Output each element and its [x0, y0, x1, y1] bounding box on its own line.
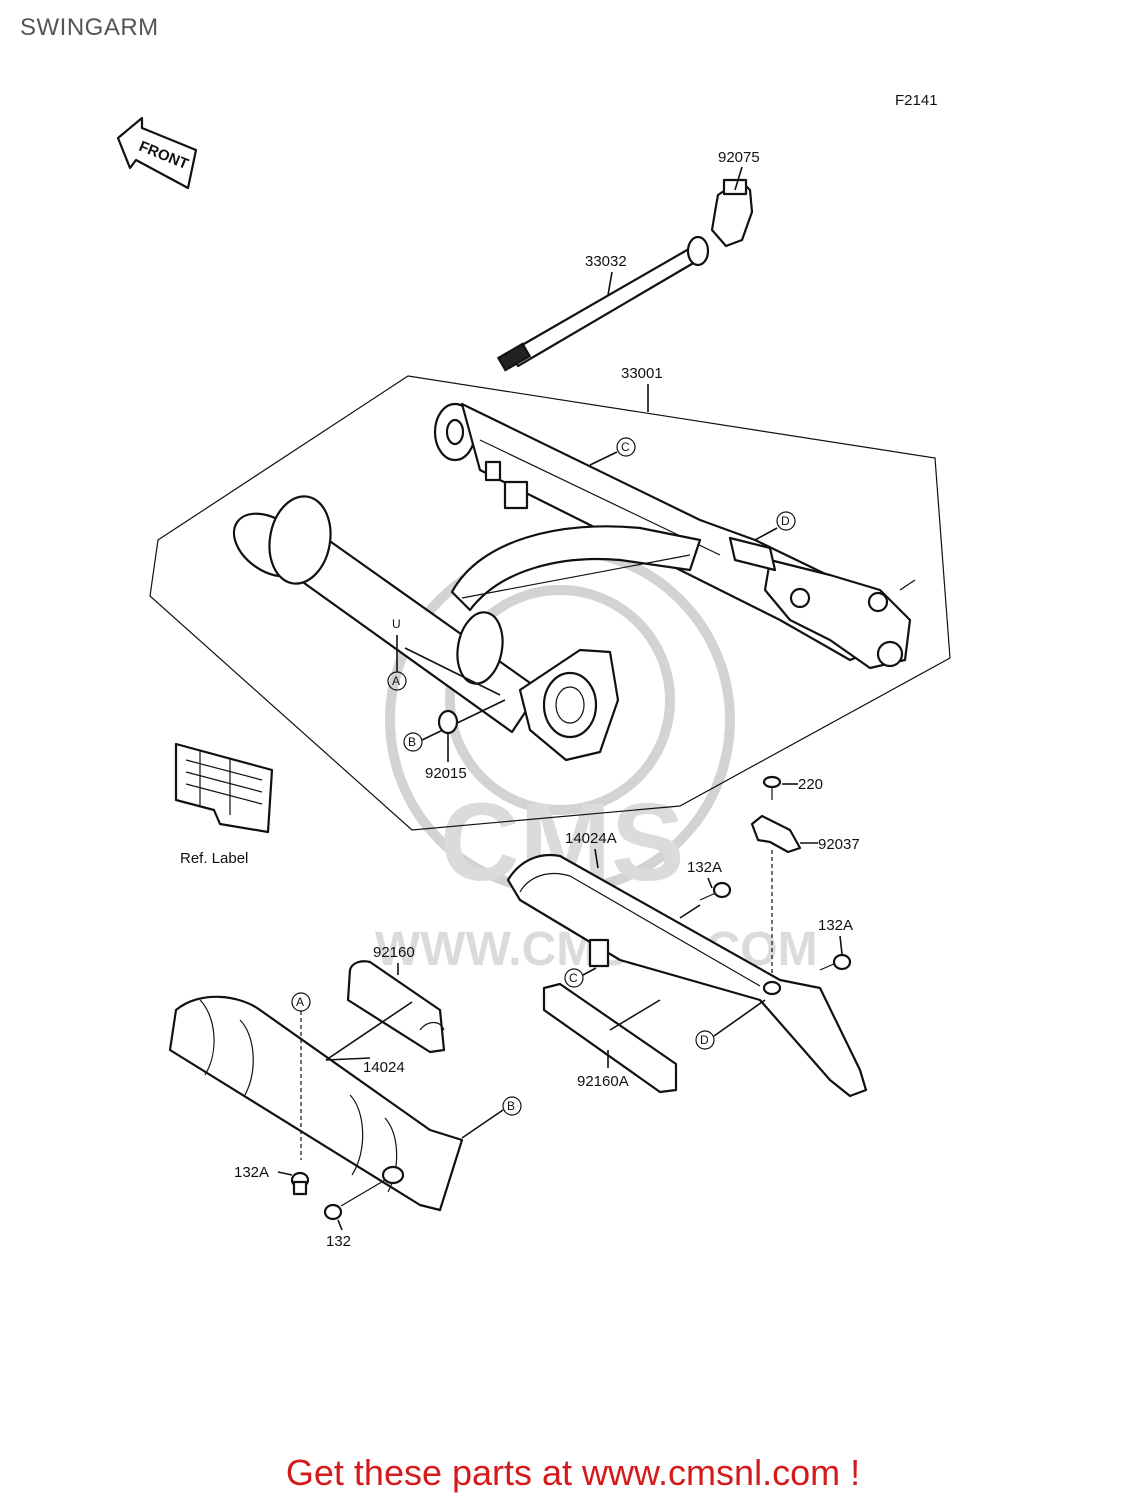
- svg-text:A: A: [296, 995, 304, 1009]
- ref-marker-c-upper: C: [589, 437, 636, 466]
- swingarm-diagram: CMS WWW.CMSNL.COM F2141 FRONT 92075 3303…: [116, 92, 951, 1250]
- ref-marker-a-lower: A: [291, 992, 311, 1160]
- label-92037: 92037: [818, 836, 860, 853]
- label-132: 132: [326, 1233, 351, 1250]
- label-ref-label: Ref. Label: [180, 850, 248, 867]
- part-92160-pad: [346, 960, 446, 1054]
- label-92075: 92075: [718, 149, 760, 166]
- part-132A-bolt-1: [699, 881, 732, 901]
- label-220: 220: [798, 776, 823, 793]
- ref-marker-c-lower: C: [564, 967, 597, 988]
- label-33001: 33001: [621, 365, 663, 382]
- part-92075: [710, 178, 754, 248]
- label-92160A: 92160A: [577, 1073, 629, 1090]
- ref-marker-a-upper: U A: [387, 617, 501, 696]
- svg-text:D: D: [781, 514, 790, 528]
- label-14024: 14024: [363, 1059, 405, 1076]
- figure-code: F2141: [895, 92, 938, 109]
- ref-marker-d-lower: D: [695, 999, 766, 1050]
- part-92037-clamp: [750, 814, 802, 854]
- front-arrow: FRONT: [116, 116, 198, 190]
- part-14024-cover: [168, 995, 464, 1212]
- svg-text:D: D: [700, 1033, 709, 1047]
- assembly-boundary-33001: [149, 375, 951, 831]
- label-132A-2: 132A: [818, 917, 853, 934]
- label-132A-1: 132A: [687, 859, 722, 876]
- part-92160A-pad: [542, 982, 678, 1094]
- label-132A-3: 132A: [234, 1164, 269, 1181]
- label-33032: 33032: [585, 253, 627, 270]
- svg-text:B: B: [507, 1099, 515, 1113]
- svg-text:A: A: [392, 674, 400, 688]
- part-14024A-chain-guard: [506, 854, 868, 1098]
- svg-text:C: C: [569, 971, 578, 985]
- part-132-bolt: [323, 1179, 386, 1221]
- part-132A-bolt-3: [290, 1171, 310, 1196]
- label-92015: 92015: [425, 765, 467, 782]
- footer-link-text[interactable]: Get these parts at www.cmsnl.com !: [285, 1452, 861, 1493]
- svg-text:U: U: [392, 617, 401, 631]
- ref-marker-b-lower: B: [461, 1096, 522, 1139]
- part-132A-bolt-2: [819, 953, 852, 971]
- svg-text:C: C: [621, 440, 630, 454]
- part-92015-spacer: [437, 709, 459, 735]
- svg-text:B: B: [408, 735, 416, 749]
- page-title: SWINGARM: [20, 14, 159, 41]
- label-92160: 92160: [373, 944, 415, 961]
- ref-marker-b-upper: B: [403, 699, 506, 752]
- part-33001-swingarm: [232, 402, 916, 762]
- label-14024A: 14024A: [565, 830, 617, 847]
- ref-label-sticker: [174, 742, 274, 834]
- part-33032-pivot-shaft: [496, 235, 710, 372]
- ref-marker-d-upper: D: [754, 511, 796, 541]
- part-220-screw: [762, 775, 782, 800]
